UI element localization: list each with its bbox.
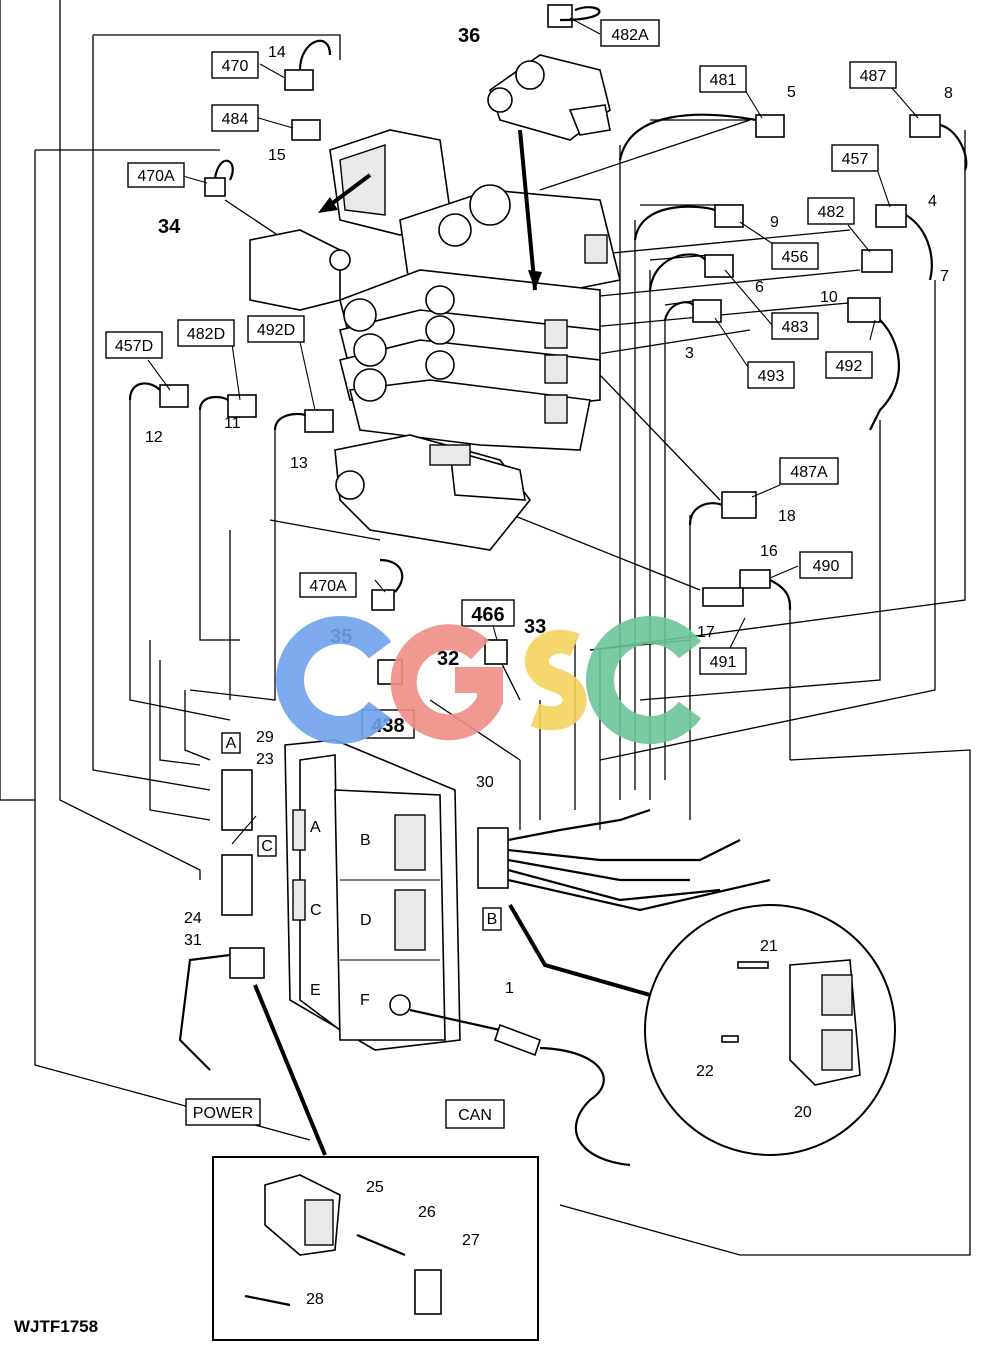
callout-32: 32: [437, 648, 459, 670]
callout-29: 29: [256, 729, 274, 746]
callout-5: 5: [787, 84, 796, 101]
callout-16: 16: [760, 543, 778, 560]
callout-14: 14: [268, 44, 286, 61]
label-power: POWER: [193, 1105, 253, 1122]
controller-section-b: B: [360, 832, 371, 849]
label-482a: 482A: [611, 27, 649, 44]
callout-27: 27: [462, 1232, 480, 1249]
callout-8: 8: [944, 85, 953, 102]
label-456: 456: [782, 249, 809, 266]
detail-leader-e: [253, 984, 327, 1156]
watermark-letter-g: [390, 624, 503, 741]
controller-section-f: F: [360, 992, 370, 1009]
connectors: [128, 4, 968, 685]
label-481: 481: [710, 72, 737, 89]
watermark-cgsc: [276, 616, 702, 744]
callout-3: 3: [685, 345, 694, 362]
label-470: 470: [222, 58, 249, 75]
callout-13: 13: [290, 455, 308, 472]
label-492: 492: [836, 358, 863, 375]
watermark-letter-c2: [586, 616, 702, 744]
callout-22: 22: [696, 1063, 714, 1080]
callout-10: 10: [820, 289, 838, 306]
figure-id: WJTF1758: [14, 1317, 98, 1336]
watermark-letter-c: [276, 616, 392, 744]
controller-section-e: E: [310, 982, 321, 999]
callout-34: 34: [158, 216, 181, 238]
boxed-labels: 482A 470 484 470A 481 487 457 482 456 48…: [105, 19, 897, 1129]
callout-11: 11: [224, 415, 241, 432]
watermark-letter-s: [524, 629, 587, 731]
callout-6: 6: [755, 279, 764, 296]
label-487: 487: [860, 68, 887, 85]
callout-30: 30: [476, 774, 494, 791]
label-482d: 482D: [187, 326, 225, 343]
label-can: CAN: [458, 1107, 492, 1124]
label-487a: 487A: [790, 464, 828, 481]
callout-15: 15: [268, 147, 286, 164]
callout-20: 20: [794, 1104, 812, 1121]
label-457: 457: [842, 151, 869, 168]
callout-26: 26: [418, 1204, 436, 1221]
callout-33: 33: [524, 616, 546, 638]
callout-9: 9: [770, 214, 779, 231]
label-457d: 457D: [115, 338, 153, 355]
label-482: 482: [818, 204, 845, 221]
label-492d: 492D: [257, 322, 295, 339]
callout-12: 12: [145, 429, 163, 446]
label-a: A: [226, 735, 237, 752]
callout-23: 23: [256, 751, 274, 768]
controller-unit: A B C D E F: [178, 739, 771, 1167]
callout-36: 36: [458, 25, 480, 47]
controller-section-d: D: [360, 912, 372, 929]
callout-28: 28: [306, 1291, 324, 1308]
label-466: 466: [471, 604, 504, 626]
callout-24: 24: [184, 910, 202, 927]
callout-21: 21: [760, 938, 778, 955]
detail-leader-b: [508, 903, 651, 997]
controller-section-a: A: [310, 819, 321, 836]
power-connector-detail-box: [212, 1156, 539, 1341]
harness-routing-lines: [0, 0, 971, 1256]
label-470a-top: 470A: [137, 168, 175, 185]
connector-detail-circle: [644, 904, 896, 1156]
label-483: 483: [782, 319, 809, 336]
label-484: 484: [222, 111, 249, 128]
callout-31: 31: [184, 932, 202, 949]
callout-17: 17: [697, 624, 715, 641]
label-490: 490: [813, 558, 840, 575]
label-491: 491: [710, 654, 737, 671]
label-b: B: [487, 911, 498, 928]
callout-4: 4: [928, 193, 937, 210]
label-c: C: [261, 838, 273, 855]
controller-section-c: C: [310, 902, 322, 919]
hydraulic-valve-stack: [249, 54, 621, 551]
callout-18: 18: [778, 508, 796, 525]
label-493: 493: [758, 368, 785, 385]
callout-7: 7: [940, 268, 949, 285]
callout-1: 1: [505, 980, 514, 997]
label-470a-mid: 470A: [309, 578, 347, 595]
callout-25: 25: [366, 1179, 384, 1196]
